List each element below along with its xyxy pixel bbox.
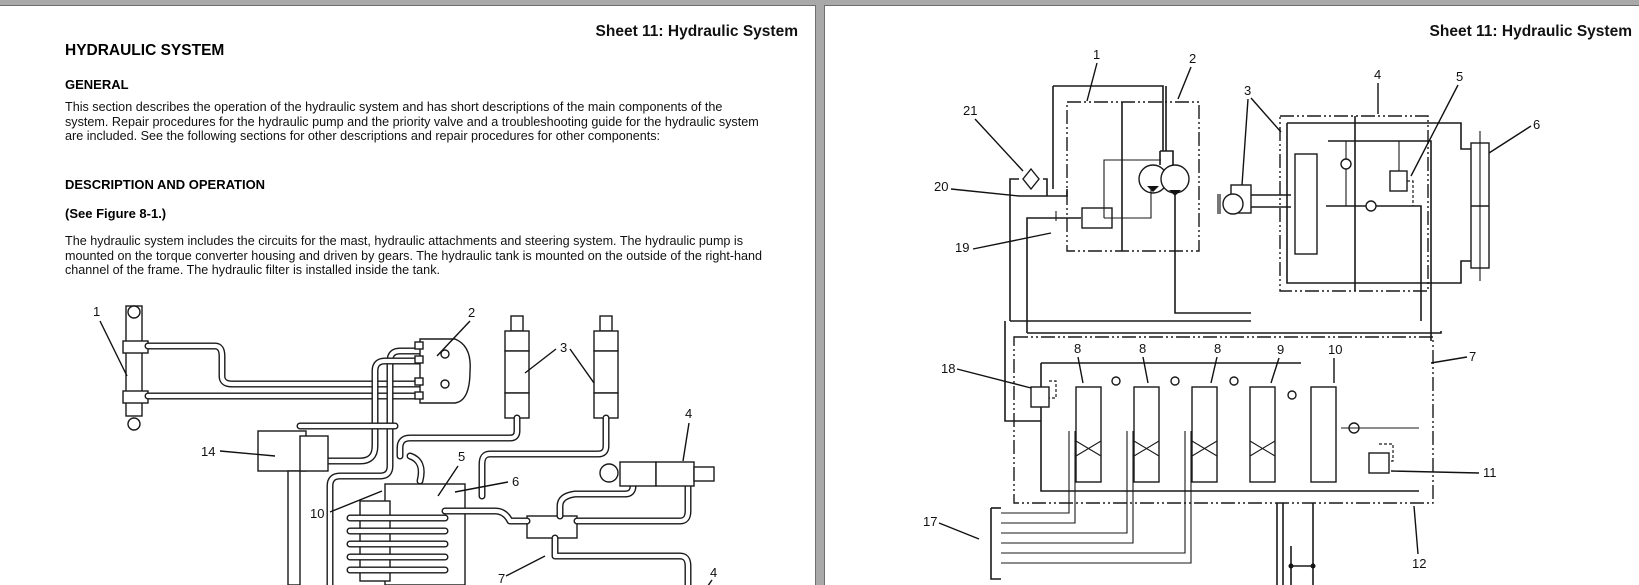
sheet-title: Sheet 11: Hydraulic System [595, 23, 798, 40]
steering-cylinder [122, 305, 149, 431]
section-paragraph-description: The hydraulic system includes the circui… [65, 234, 763, 277]
valve-sections [1075, 376, 1419, 483]
figure-callouts: 1 2 3 4 5 6 7 10 14 4 [93, 304, 717, 585]
callout-3: 3 [1244, 83, 1251, 98]
callout-8a: 8 [1074, 341, 1081, 356]
tank-and-filter [1009, 167, 1442, 334]
schematic-callouts: 1 2 3 4 5 6 7 8 8 8 9 10 11 12 [923, 47, 1540, 571]
steering-unit [1217, 115, 1490, 341]
callout-1: 1 [93, 304, 100, 319]
callout-12: 12 [1412, 556, 1426, 571]
callout-21: 21 [963, 103, 977, 118]
callout-5: 5 [1456, 69, 1463, 84]
section-paragraph-general: This section describes the operation of … [65, 100, 759, 143]
callout-19: 19 [955, 240, 969, 255]
hose-lines-upper [144, 342, 424, 585]
callout-8c: 8 [1214, 341, 1221, 356]
callout-17: 17 [923, 514, 937, 529]
callout-3: 3 [560, 340, 567, 355]
callout-6: 6 [1533, 117, 1540, 132]
callout-4b: 4 [710, 565, 717, 580]
callout-11: 11 [1483, 465, 1497, 480]
callout-10: 10 [1328, 342, 1342, 357]
main-control-valve [346, 452, 466, 585]
callout-6: 6 [512, 474, 519, 489]
hydraulic-component-figure: 1 2 3 4 5 6 7 10 14 4 [93, 304, 717, 585]
control-valve-bank [990, 321, 1434, 585]
callout-20: 20 [934, 179, 948, 194]
callout-4: 4 [685, 406, 692, 421]
sheet-title: Sheet 11: Hydraulic System [1429, 23, 1632, 40]
flow-divider [441, 477, 692, 585]
tilt-cylinders [396, 315, 619, 500]
callout-10: 10 [310, 506, 324, 521]
document-page-right: Sheet 11: Hydraulic System [824, 5, 1639, 585]
callout-5: 5 [458, 449, 465, 464]
callout-18: 18 [941, 361, 955, 376]
callout-4: 4 [1374, 67, 1381, 82]
callout-7: 7 [498, 571, 505, 585]
callout-9: 9 [1277, 342, 1284, 357]
steer-axle-cylinder [599, 461, 715, 487]
section-title-general: GENERAL [65, 77, 129, 92]
page-heading: HYDRAULIC SYSTEM [65, 42, 225, 59]
pump-assembly [1052, 85, 1251, 314]
document-page-left: Sheet 11: Hydraulic System HYDRAULIC SYS… [0, 5, 816, 585]
callout-7: 7 [1469, 349, 1476, 364]
priority-valve [414, 338, 471, 404]
callout-2: 2 [1189, 51, 1196, 66]
steering-unit [257, 422, 399, 585]
hydraulic-schematic: 1 2 3 4 5 6 7 8 8 8 9 10 11 12 [923, 47, 1540, 585]
callout-1: 1 [1093, 47, 1100, 62]
section-title-description: DESCRIPTION AND OPERATION [65, 177, 266, 192]
figure-reference: (See Figure 8-1.) [65, 206, 167, 221]
callout-8b: 8 [1139, 341, 1146, 356]
callout-14: 14 [201, 444, 215, 459]
callout-2: 2 [468, 305, 475, 320]
